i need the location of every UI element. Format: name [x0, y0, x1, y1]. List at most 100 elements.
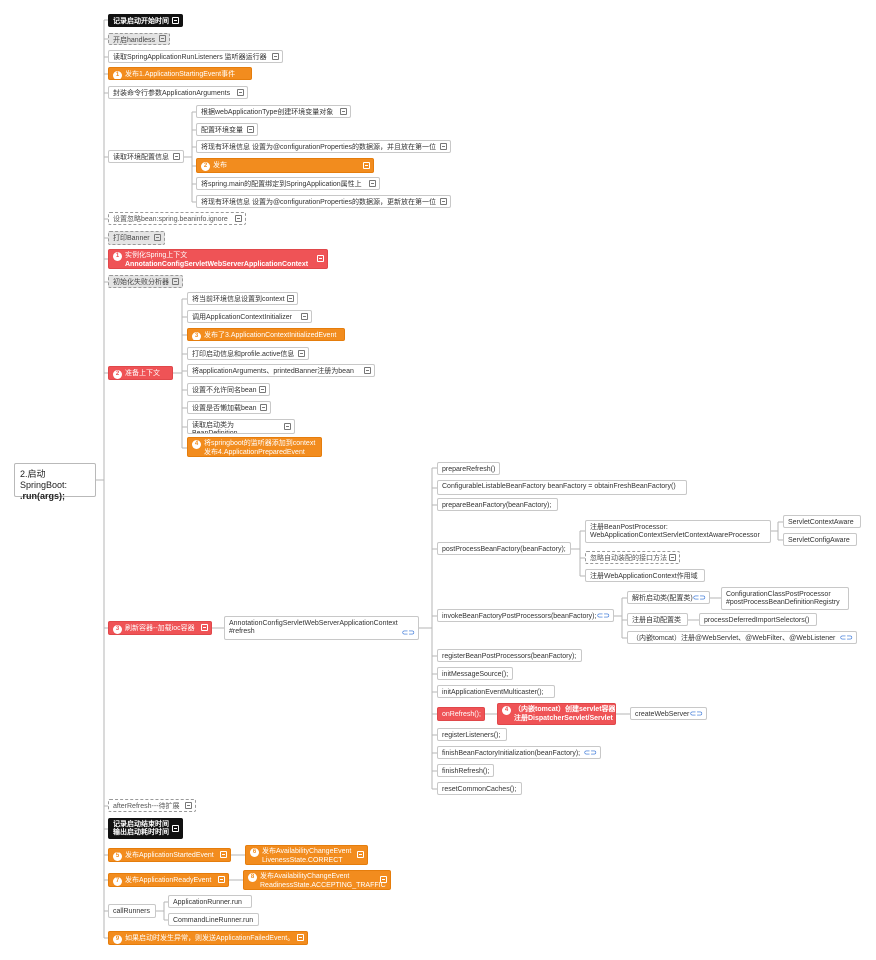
priority-badge-7: 7	[113, 877, 122, 886]
node-bind-spring-main[interactable]: 将spring.main的配置绑定到SpringApplication属性上	[196, 177, 380, 190]
node-reattach-property-sources[interactable]: 将现有环境信息 设置为@configurationProperties的数据源，…	[196, 195, 451, 208]
node-reset-common-caches[interactable]: resetCommonCaches();	[437, 782, 522, 795]
node-failure-analyzers[interactable]: 初始化失败分析器	[108, 275, 183, 288]
node-record-start-time[interactable]: 记录启动开始时间	[108, 14, 183, 27]
node-headless[interactable]: 开启handless	[108, 33, 170, 45]
node-create-web-server[interactable]: createWebServer⊂⊃	[630, 707, 707, 720]
node-set-context-environment[interactable]: 将当前环境信息设置到context	[187, 292, 298, 305]
priority-badge-2: 2	[201, 162, 210, 171]
note-icon	[247, 125, 254, 133]
node-register-arguments-banner[interactable]: 将applicationArguments、printedBanner注册为be…	[187, 364, 375, 377]
node-prepare-refresh[interactable]: prepareRefresh()	[437, 462, 500, 475]
note-icon	[284, 422, 291, 430]
node-load-bean-definitions[interactable]: 读取启动类为BeanDefinition	[187, 419, 295, 434]
note-icon	[272, 52, 279, 60]
node-record-end-time[interactable]: 记录启动结束时间输出启动耗时时间	[108, 818, 183, 839]
node-command-line-runner[interactable]: CommandLineRunner.run	[168, 913, 259, 926]
node-application-runner[interactable]: ApplicationRunner.run	[168, 895, 252, 908]
note-icon	[218, 876, 225, 883]
node-register-servlet-aware-processor[interactable]: 注册BeanPostProcessor: WebApplicationConte…	[585, 520, 771, 543]
note-icon	[380, 876, 387, 883]
note-icon	[260, 403, 267, 411]
node-register-web-scopes[interactable]: 注册WebApplicationContext作用域	[585, 569, 705, 582]
note-icon	[159, 35, 166, 42]
note-icon	[440, 142, 447, 150]
node-post-process-bean-factory[interactable]: postProcessBeanFactory(beanFactory);	[437, 542, 571, 555]
node-register-bean-post-processors[interactable]: registerBeanPostProcessors(beanFactory);	[437, 649, 582, 662]
node-lazy-init[interactable]: 设置是否懒加载bean	[187, 401, 271, 414]
priority-badge-3: 3	[113, 625, 122, 634]
node-init-event-multicaster[interactable]: initApplicationEventMulticaster();	[437, 685, 555, 698]
note-icon	[317, 255, 324, 262]
link-icon[interactable]: ⊂⊃	[839, 632, 853, 642]
link-icon[interactable]: ⊂⊃	[401, 628, 415, 637]
node-configure-environment[interactable]: 配置环境变量	[196, 123, 258, 136]
node-on-refresh[interactable]: onRefresh();	[437, 707, 485, 721]
priority-badge-1: 1	[113, 71, 122, 79]
node-process-deferred-import-selectors[interactable]: processDeferredImportSelectors()	[699, 613, 817, 626]
priority-badge-6: 6	[250, 848, 259, 857]
node-parse-configuration-class[interactable]: 解析启动类(配置类)⊂⊃	[627, 591, 710, 604]
priority-badge-3: 3	[192, 332, 201, 340]
node-configuration-class-post-processor[interactable]: ConfigurationClassPostProcessor #postPro…	[721, 587, 849, 610]
link-icon[interactable]: ⊂⊃	[692, 592, 706, 602]
node-refresh-method[interactable]: AnnotationConfigServletWebServerApplicat…	[224, 616, 419, 640]
node-application-arguments[interactable]: 封装命令行参数ApplicationArguments	[108, 86, 248, 99]
priority-badge-5: 5	[113, 852, 122, 861]
node-ignore-dependency-interfaces[interactable]: 忽略自动装配的接口方法	[585, 551, 680, 564]
node-disallow-bean-override[interactable]: 设置不允许同名bean	[187, 383, 270, 396]
node-servlet-context-aware[interactable]: ServletContextAware	[783, 515, 861, 528]
link-icon[interactable]: ⊂⊃	[583, 747, 597, 757]
note-icon	[172, 824, 179, 832]
note-icon	[172, 16, 179, 24]
link-icon[interactable]: ⊂⊃	[596, 610, 610, 620]
root-node[interactable]: 2.启动SpringBoot: .run(args);	[14, 463, 96, 501]
priority-badge-9: 9	[113, 935, 122, 944]
note-icon	[185, 801, 192, 809]
priority-badge-1: 1	[113, 252, 122, 261]
note-icon	[298, 349, 305, 357]
node-obtain-bean-factory[interactable]: ConfigurableListableBeanFactory beanFact…	[437, 480, 687, 495]
node-register-auto-configuration[interactable]: 注册自动配置类	[627, 613, 688, 626]
node-log-startup-info[interactable]: 打印启动信息和profile.active信息	[187, 347, 309, 360]
note-icon	[220, 851, 227, 858]
node-init-message-source[interactable]: initMessageSource();	[437, 667, 513, 680]
node-ignore-beaninfo[interactable]: 设置忽略bean:spring.beaninfo.ignore	[108, 212, 246, 225]
node-register-web-components[interactable]: （内嵌tomcat）注册@WebServlet、@WebFilter、@WebL…	[627, 631, 857, 644]
node-run-listeners[interactable]: 读取SpringApplicationRunListeners 监听器运行器	[108, 50, 283, 63]
node-create-environment[interactable]: 根据webApplicationType创建环境变量对象	[196, 105, 351, 118]
node-create-servlet-container[interactable]: 4（内嵌tomcat）创建servlet容器注册DispatcherServle…	[497, 703, 616, 725]
node-invoke-bean-factory-post-processors[interactable]: invokeBeanFactoryPostProcessors(beanFact…	[437, 609, 614, 622]
link-icon[interactable]: ⊂⊃	[689, 708, 703, 718]
node-call-runners[interactable]: callRunners	[108, 904, 156, 918]
node-finish-bean-factory-initialization[interactable]: finishBeanFactoryInitialization(beanFact…	[437, 746, 601, 759]
note-icon	[369, 179, 376, 187]
node-register-listeners[interactable]: registerListeners();	[437, 728, 507, 741]
note-icon	[440, 197, 447, 205]
priority-badge-4: 4	[192, 440, 201, 449]
node-prepare-bean-factory[interactable]: prepareBeanFactory(beanFactory);	[437, 498, 558, 511]
node-finish-refresh[interactable]: finishRefresh();	[437, 764, 494, 777]
root-title: 2.启动SpringBoot:	[20, 469, 68, 490]
note-icon	[287, 294, 294, 302]
node-read-environment[interactable]: 读取环境配置信息	[108, 150, 184, 163]
node-print-banner[interactable]: 打印Banner	[108, 231, 165, 245]
node-after-refresh[interactable]: afterRefresh---待扩展	[108, 799, 196, 812]
note-icon	[364, 366, 371, 374]
node-apply-initializers[interactable]: 调用ApplicationContextInitializer	[187, 310, 312, 323]
node-servlet-config-aware[interactable]: ServletConfigAware	[783, 533, 857, 546]
node-attach-property-sources[interactable]: 将现有环境信息 设置为@configurationProperties的数据源，…	[196, 140, 451, 153]
